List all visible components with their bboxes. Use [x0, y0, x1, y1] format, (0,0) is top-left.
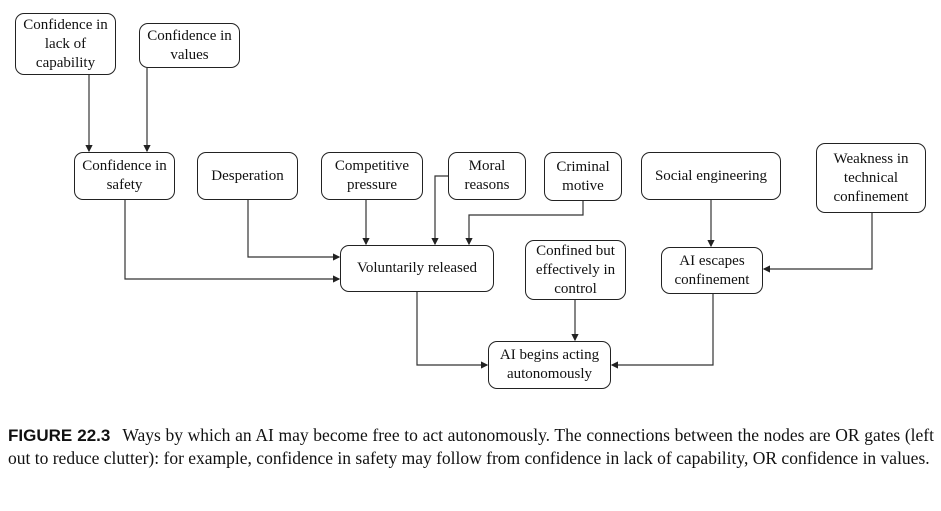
edge-escapes-to-autonomous	[610, 294, 714, 369]
caption-text: Ways by which an AI may become free to a…	[8, 425, 934, 468]
caption-label: FIGURE 22.3	[8, 426, 111, 445]
node-voluntarily-released: Voluntarily released	[340, 245, 494, 292]
node-confidence-lack-capability: Confidence in lack of capability	[15, 13, 116, 75]
node-social-engineering: Social engineering	[641, 152, 781, 200]
edge-safety-to-released	[124, 200, 341, 283]
node-moral-reasons: Moral reasons	[448, 152, 526, 200]
node-desperation: Desperation	[197, 152, 298, 200]
node-confined-in-control: Confined but effectively in control	[525, 240, 626, 300]
edge-moral-to-released	[431, 175, 448, 246]
node-ai-escapes-confinement: AI escapes confinement	[661, 247, 763, 294]
edge-desperation-to-released	[247, 200, 341, 261]
node-confidence-safety: Confidence in safety	[74, 152, 175, 200]
node-weakness-technical-confinement: Weakness in technical confinement	[816, 143, 926, 213]
edge-released-to-autonomous	[416, 292, 489, 369]
node-competitive-pressure: Competitive pressure	[321, 152, 423, 200]
node-ai-acting-autonomously: AI begins acting autonomously	[488, 341, 611, 389]
edge-criminal-to-released	[465, 201, 584, 246]
node-confidence-values: Confidence in values	[139, 23, 240, 68]
node-criminal-motive: Criminal motive	[544, 152, 622, 201]
edge-weakness-to-escapes	[762, 213, 873, 273]
